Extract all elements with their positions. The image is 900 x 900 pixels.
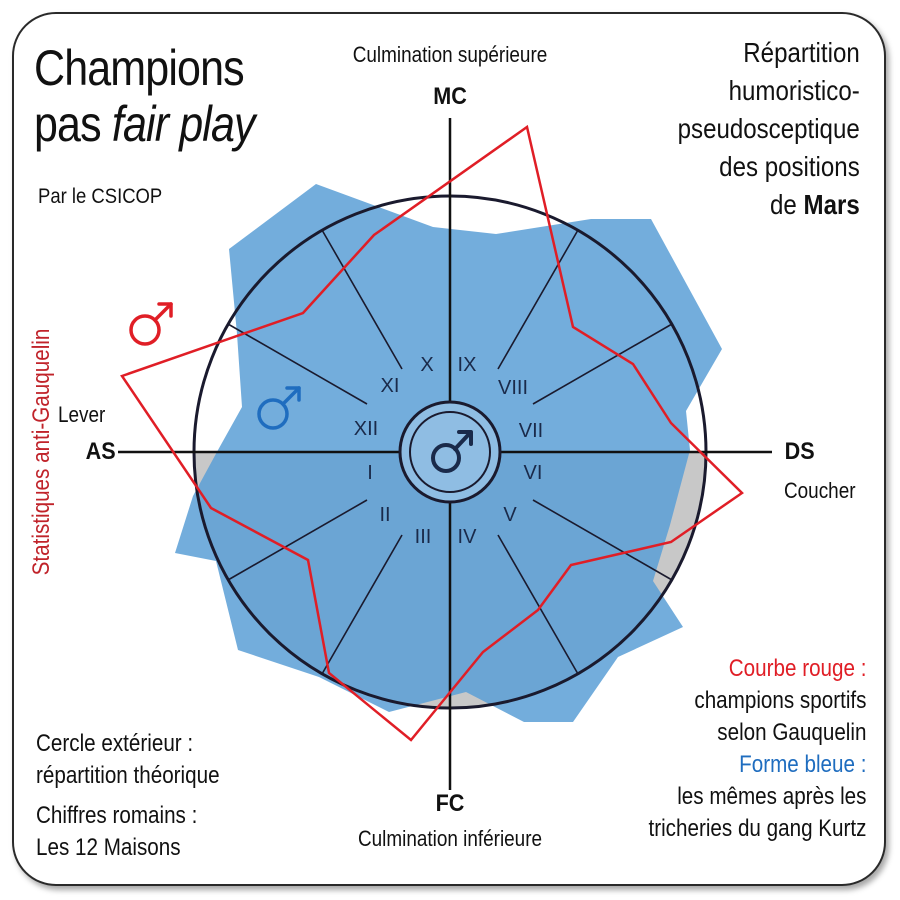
axis-left-label: AS <box>85 438 116 465</box>
legend-red-title: Courbe rouge : <box>728 655 866 682</box>
house-label: X <box>420 354 433 376</box>
house-numerals: I II III IV V VI VII VIII IX X XI XII <box>354 354 543 548</box>
house-label: VIII <box>498 377 528 399</box>
mars-symbol-blue-icon <box>257 386 301 430</box>
axis-top-caption: Culmination supérieure <box>352 42 548 67</box>
legend-line: Chiffres romains : <box>36 802 198 829</box>
axis-right-label: DS <box>784 438 815 465</box>
inner-ring-core <box>409 411 491 493</box>
house-label: III <box>415 526 432 548</box>
legend-line: répartition théorique <box>36 762 220 789</box>
house-label: II <box>379 504 390 526</box>
subtitle: Par le CSICOP <box>38 185 163 208</box>
legend-line: Les 12 Maisons <box>36 834 181 861</box>
house-label: XI <box>381 375 400 397</box>
house-label: I <box>367 462 373 484</box>
vertical-label: Statistiques anti-Gauquelin <box>28 328 55 576</box>
legend-left: Cercle extérieur : répartition théorique… <box>36 728 220 864</box>
top-right-caption: Répartition humoristico- pseudosceptique… <box>678 34 860 224</box>
caption-prefix: de <box>770 189 798 220</box>
page-title: Champions pas fair play <box>34 40 256 152</box>
house-label: VI <box>524 462 543 484</box>
red-curve <box>120 124 744 742</box>
legend-blue-title: Forme bleue : <box>738 751 866 778</box>
title-italic: fair play <box>111 96 256 152</box>
house-label: V <box>503 504 517 526</box>
axis-bottom-label: FC <box>435 790 465 817</box>
legend-line: les mêmes après les <box>676 783 866 810</box>
legend-line: Cercle extérieur : <box>36 730 194 757</box>
axis-right-caption: Coucher <box>784 478 856 503</box>
axis-top-label: MC <box>433 83 467 110</box>
caption-bold: Mars <box>803 189 860 220</box>
caption-line: pseudosceptique <box>677 113 860 144</box>
legend-line: tricheries du gang Kurtz <box>648 815 866 842</box>
title-prefix: pas <box>34 96 102 152</box>
house-label: IV <box>458 526 478 548</box>
caption-line: Répartition <box>743 37 860 68</box>
title-line-1: Champions <box>34 40 245 96</box>
caption-line: de Mars <box>678 186 860 224</box>
house-label: VII <box>519 420 543 442</box>
legend-right: Courbe rouge : champions sportifs selon … <box>648 653 866 845</box>
axis-bottom-caption: Culmination inférieure <box>357 826 543 851</box>
mars-symbol-center-icon <box>431 430 473 473</box>
house-label: XII <box>354 418 378 440</box>
title-line-2: pas fair play <box>34 96 256 152</box>
legend-line: champions sportifs <box>693 687 866 714</box>
axis-left-caption: Lever <box>58 402 106 427</box>
caption-line: des positions <box>719 151 860 182</box>
legend-line: selon Gauquelin <box>716 719 866 746</box>
house-label: IX <box>458 354 477 376</box>
caption-line: humoristico- <box>728 75 860 106</box>
mars-symbol-red-icon <box>129 302 173 346</box>
house-lines <box>227 229 673 675</box>
